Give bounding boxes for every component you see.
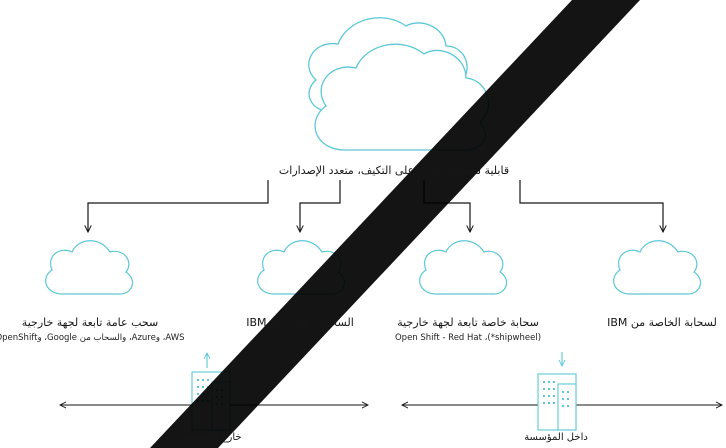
ibm-public-cloud-title: السحابة العامة من IBM bbox=[246, 316, 354, 329]
building-icon bbox=[537, 352, 577, 431]
main-label: قابلية للتطوير، قدرة على التكيف، متعدد ا… bbox=[278, 164, 510, 177]
third-party-public-cloud-subtitle: AWS، وAzure، والسحاب من Google، وOpenShi… bbox=[0, 333, 185, 343]
third-party-private-cloud-subtitle: Open Shift - Red Hat ،(*shipwheel) bbox=[394, 333, 542, 343]
cloud-icon bbox=[419, 240, 508, 295]
third-party-private-cloud-title: سحابة خاصة تابعة لجهة خارجية bbox=[397, 316, 539, 329]
off-premise-label: خارج المؤسسة bbox=[178, 432, 242, 443]
ibm-private-cloud-title: لسحابة الخاصة من IBM bbox=[607, 316, 717, 329]
watermark-band bbox=[150, 0, 640, 448]
cloud-icon bbox=[613, 240, 702, 295]
third-party-public-cloud-title: سحب عامة تابعة لجهة خارجية bbox=[21, 316, 159, 329]
cloud-icon bbox=[45, 240, 134, 295]
on-premise-label: داخل المؤسسة bbox=[524, 432, 588, 443]
